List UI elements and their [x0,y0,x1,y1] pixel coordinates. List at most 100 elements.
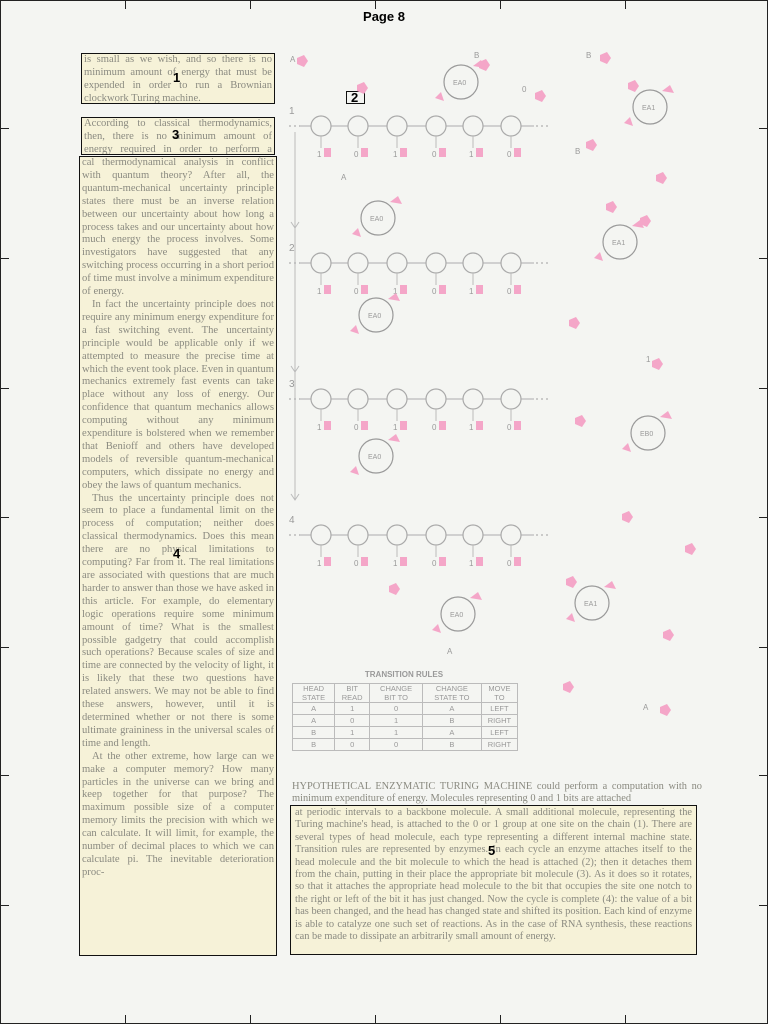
free-molecule [628,80,639,92]
table-row: A 0 1 B RIGHT [291,714,519,727]
enzyme-site [388,434,400,442]
region-5: at periodic intervals to a backbone mole… [290,805,697,955]
chain-site [386,115,408,137]
bit-label: 0 [507,150,512,159]
region-4-paragraph: Thus the uncertainty principle does not … [82,492,274,749]
free-molecule [640,215,651,227]
region-5-text: at periodic intervals to a backbone mole… [295,807,692,943]
rules-cell: LEFT [480,702,519,715]
frame-tick [250,0,251,9]
enzyme-site [350,466,359,475]
free-molecule [563,681,574,693]
chain-site [462,115,484,137]
rules-cell: 1 [369,726,423,739]
region-label-4: 4 [173,546,181,561]
bit-label: 0 [507,287,512,296]
bit-label: 0 [354,559,359,568]
chain-site [500,252,522,274]
molecule-label: A [290,55,296,64]
rules-cell: 0 [334,714,371,727]
rules-cell: LEFT [480,726,519,739]
rules-cell: 1 [334,726,371,739]
free-molecule [622,511,633,523]
rules-cell: A [421,702,482,715]
enzyme-site [432,624,441,633]
chain-site [347,388,369,410]
free-molecule [297,55,308,67]
enzyme-site [660,411,672,419]
bit-molecule [476,285,483,294]
enzyme-label: EA0 [370,216,383,223]
rules-header: CHANGE BIT TO [369,683,423,703]
frame-tick [759,775,768,776]
free-molecule [656,172,667,184]
molecule-label: 1 [646,355,651,364]
bit-label: 1 [317,423,322,432]
free-molecule [660,704,671,716]
bit-molecule [476,148,483,157]
enzyme-site [352,228,361,237]
bit-label: 0 [432,287,437,296]
table-row: B 1 1 A LEFT [291,726,519,739]
rules-cell: B [421,738,482,751]
enzyme-molecule [443,64,479,100]
enzyme-label: EA1 [642,105,655,112]
region-4-paragraph: In fact the uncertainty principle does n… [82,298,274,491]
free-molecule [569,317,580,329]
enzyme-label: EA1 [612,240,625,247]
region-4-paragraph: At the other extreme, how large can we m… [82,750,274,878]
region-label-5: 5 [488,843,496,858]
free-molecule [479,59,490,71]
enzyme-site [622,443,631,452]
rules-cell: A [421,726,482,739]
molecule-label: B [575,147,580,156]
rules-cell: RIGHT [480,714,519,727]
chain-site [310,252,332,274]
frame-tick [0,775,9,776]
region-4: cal thermodynamical analysis in conflict… [79,156,277,956]
enzyme-label: EA1 [584,601,597,608]
bit-molecule [514,421,521,430]
rules-cell: 0 [369,738,423,751]
enzyme-molecule [630,415,666,451]
bit-molecule [439,557,446,566]
rules-header: CHANGE STATE TO [421,683,482,703]
arrow-head [290,365,300,373]
bit-label: 0 [354,150,359,159]
rules-cell: B [291,726,336,739]
molecule-label: A [341,173,347,182]
chain-site [462,388,484,410]
frame-tick [250,1015,251,1024]
molecule-label: A [447,647,453,656]
enzyme-site [566,613,575,622]
bit-molecule [400,421,407,430]
bit-label: 0 [432,423,437,432]
enzyme-label: EA0 [368,454,381,461]
enzyme-label: EA0 [368,313,381,320]
bit-label: 1 [469,559,474,568]
bit-label: 1 [317,150,322,159]
free-molecule [663,629,674,641]
region-3: According to classical thermodynamics, t… [81,117,275,155]
bit-molecule [400,285,407,294]
chain-site [425,115,447,137]
frame-tick [0,905,9,906]
region-label-2: 2 [351,90,359,105]
enzyme-site [594,252,603,261]
bit-molecule [361,148,368,157]
free-molecule [652,358,663,370]
frame-tick [500,0,501,9]
bit-molecule [439,421,446,430]
region-2 [346,91,365,104]
bit-label: 1 [317,287,322,296]
table-row: B 0 0 B RIGHT [291,738,519,751]
free-molecule [600,52,611,64]
chain-site [500,524,522,546]
enzyme-site [388,293,400,301]
bit-label: 1 [393,423,398,432]
chain-site [347,115,369,137]
free-molecule [575,415,586,427]
free-molecule [606,201,617,213]
molecule-label: B [586,51,591,60]
enzyme-molecule [602,224,638,260]
